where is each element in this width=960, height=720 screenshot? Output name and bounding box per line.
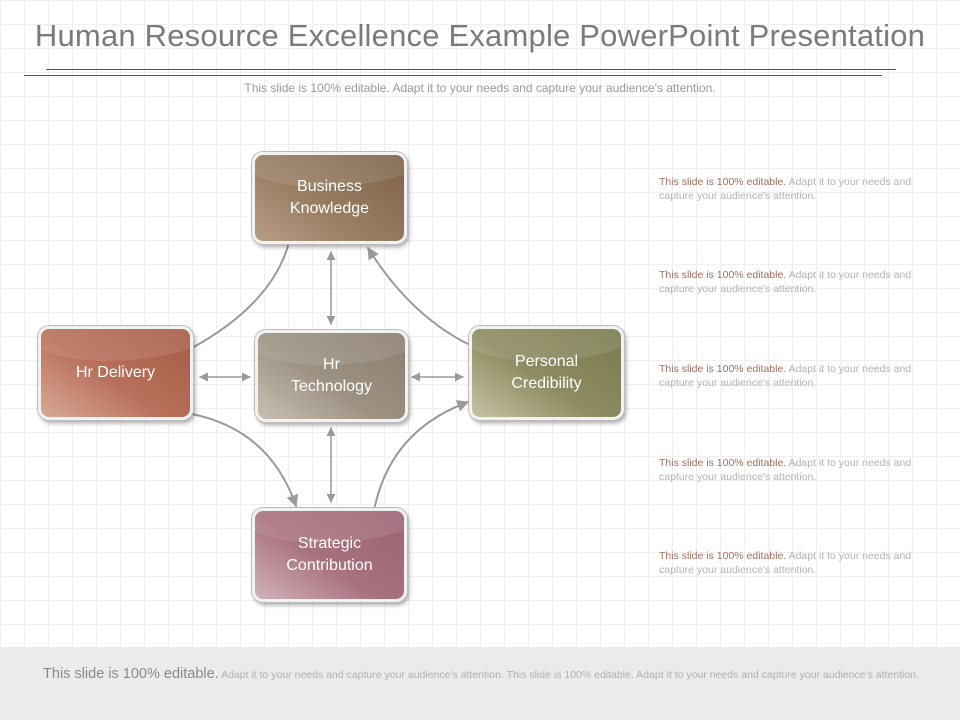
side-note-4: This slide is 100% editable. Adapt it to… [659,456,919,484]
node-hr-technology: Hr Technology [255,330,408,422]
title-rule-bottom [24,75,882,76]
node-business-knowledge: Business Knowledge [252,152,407,244]
side-note-text: Adapt it to your needs and capture your … [659,363,912,389]
side-note-3: This slide is 100% editable. Adapt it to… [659,362,919,390]
side-note-highlight: This slide is 100% editable. [659,176,787,188]
side-note-text: Adapt it to your needs and capture your … [659,176,912,202]
arc-delivery-strategic [191,413,299,508]
footer-lead: This slide is 100% editable. [43,666,219,682]
arc-delivery-business [191,245,289,349]
side-note-2: This slide is 100% editable. Adapt it to… [659,268,919,296]
side-note-text: Adapt it to your needs and capture your … [659,550,912,576]
arc-credibility-strategic [374,400,470,507]
footer-bar [0,647,960,720]
footer-text: This slide is 100% editable. Adapt it to… [36,667,926,682]
side-note-text: Adapt it to your needs and capture your … [659,269,912,295]
slide-title: Human Resource Excellence Example PowerP… [34,18,926,53]
node-label-hr-delivery: Hr Delivery [75,363,156,381]
side-note-highlight: This slide is 100% editable. [659,269,787,281]
side-note-highlight: This slide is 100% editable. [659,550,787,562]
arc-business-credibility [367,246,469,345]
node-label-hr-technology: Hr Technology [291,355,372,395]
node-label-strategic-contribution: Strategic Contribution [286,534,373,574]
title-rule-top [46,69,896,70]
side-note-text: Adapt it to your needs and capture your … [659,457,912,483]
side-note-5: This slide is 100% editable. Adapt it to… [659,549,919,577]
node-hr-delivery: Hr Delivery [38,326,193,420]
side-note-1: This slide is 100% editable. Adapt it to… [659,175,919,203]
node-label-personal-credibility: Personal Credibility [511,352,582,392]
node-personal-credibility: Personal Credibility [469,326,624,420]
node-label-business-knowledge: Business Knowledge [289,177,370,217]
slide-subtitle: This slide is 100% editable. Adapt it to… [244,81,716,95]
node-strategic-contribution: Strategic Contribution [252,508,407,602]
footer-body: Adapt it to your needs and capture your … [218,669,919,681]
side-note-highlight: This slide is 100% editable. [659,457,787,469]
side-note-highlight: This slide is 100% editable. [659,363,787,375]
